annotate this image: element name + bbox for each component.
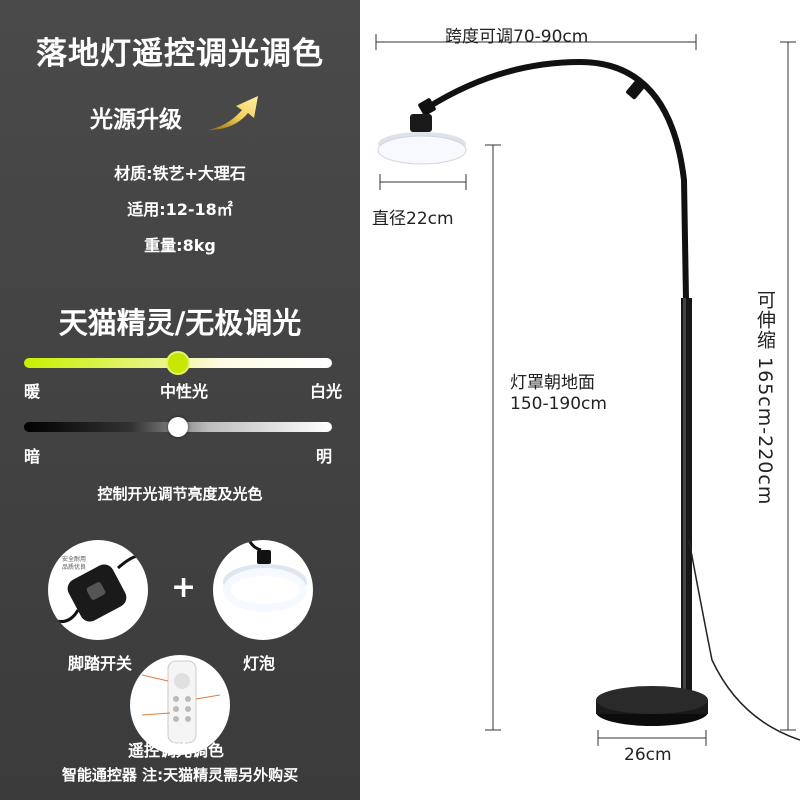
bulb-icon	[223, 540, 307, 612]
white-label: 白光	[310, 382, 343, 401]
warm-label: 暖	[24, 382, 41, 401]
telescopic-height-label: 可伸缩 165cm-220cm	[754, 290, 776, 506]
diameter-label: 直径22cm	[372, 209, 454, 229]
switch-tiny-text-2: 品质优良	[62, 564, 87, 571]
control-note: 控制开光调节亮度及光色	[97, 485, 263, 503]
dimming-title: 天猫精灵/无极调光	[58, 306, 302, 340]
brightness-knob	[168, 417, 188, 437]
foot-switch-icon	[48, 554, 148, 624]
shade-height-label-line2: 150-190cm	[510, 394, 607, 414]
info-panel: 落地灯遥控调光调色 光源升级 材质:铁艺+大理石 适用:12-18㎡ 重量:8k…	[0, 0, 360, 800]
plus-sign: +	[171, 570, 197, 605]
shade-height-label-line1: 灯罩朝地面	[510, 373, 595, 393]
color-temperature-knob	[168, 353, 188, 373]
remote-footer-note: 智能通控器 注:天猫精灵需另外购买	[61, 766, 299, 784]
spec-weight: 重量:8kg	[144, 236, 216, 255]
bulb-image	[213, 540, 313, 640]
span-label: 跨度可调70-90cm	[445, 27, 589, 47]
switch-tiny-text-1: 安全耐用	[62, 556, 87, 563]
upgrade-arrow-icon	[208, 96, 258, 130]
bulb-caption: 灯泡	[243, 654, 276, 673]
product-title: 落地灯遥控调光调色	[36, 36, 324, 72]
lamp-diagram	[375, 34, 800, 746]
light-source-upgrade: 光源升级	[90, 107, 182, 133]
remote-icon	[141, 660, 221, 744]
spec-material: 材质:铁艺+大理石	[114, 164, 246, 183]
spec-area: 适用:12-18㎡	[127, 200, 233, 219]
base-diameter-label: 26cm	[624, 745, 672, 765]
remote-image	[130, 655, 230, 755]
dark-label: 暗	[24, 447, 41, 466]
foot-switch-caption: 脚踏开关	[68, 654, 133, 673]
bright-label: 明	[316, 447, 333, 466]
foot-switch-image: 安全耐用 品质优良	[48, 540, 148, 640]
neutral-label: 中性光	[160, 382, 209, 401]
remote-caption: 遥控调光调色	[128, 741, 225, 760]
